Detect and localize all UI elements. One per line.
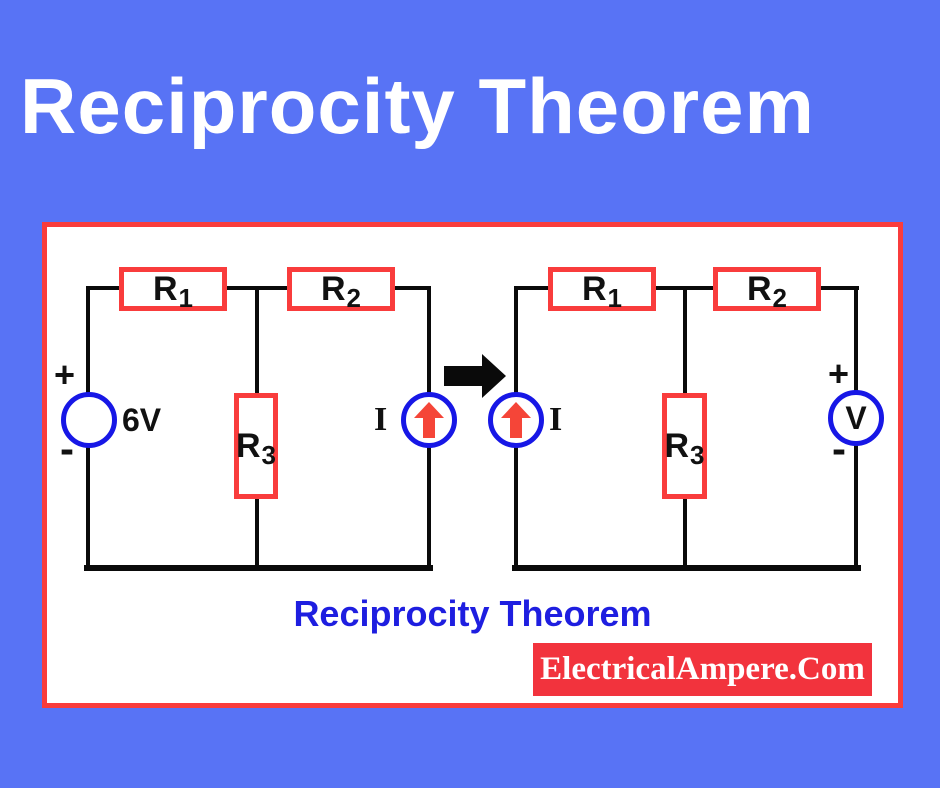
resistor-r1-subscript: 1 <box>178 283 194 313</box>
resistor-r3-subscript: 3 <box>261 440 277 470</box>
voltage-value-label: 6V <box>122 402 162 438</box>
voltmeter: V <box>828 390 884 446</box>
resistor-r2-label: R <box>320 270 346 308</box>
resistor-r3-label: R <box>664 427 690 465</box>
watermark-badge: ElectricalAmpere.Com <box>533 643 872 696</box>
current-label: I <box>374 401 388 438</box>
voltage-source <box>61 392 117 448</box>
voltmeter-label: V <box>845 400 867 436</box>
current-source <box>401 392 457 448</box>
resistor-r2-subscript: 2 <box>346 283 362 313</box>
current-label: I <box>549 401 563 438</box>
current-up-arrow-icon <box>501 402 531 438</box>
resistor-r1-subscript: 1 <box>607 283 623 313</box>
page-title: Reciprocity Theorem <box>20 62 815 150</box>
diagram-caption: Reciprocity Theorem <box>293 593 652 634</box>
transform-right-arrow-icon <box>444 354 506 398</box>
resistor-r3-label: R <box>235 427 261 465</box>
resistor-r2-label: R <box>746 270 772 308</box>
resistor-r3-subscript: 3 <box>690 440 705 470</box>
voltmeter-minus-label: - <box>832 425 846 472</box>
current-source <box>488 392 544 448</box>
current-up-arrow-icon <box>414 402 444 438</box>
voltmeter-plus-label: + <box>828 353 850 394</box>
watermark-text: ElectricalAmpere.Com <box>540 651 865 687</box>
voltage-minus-label: - <box>60 425 74 472</box>
resistor-r2-subscript: 2 <box>772 283 788 313</box>
resistor-r1-label: R <box>581 270 607 308</box>
voltage-plus-label: + <box>54 354 76 395</box>
resistor-r1-label: R <box>152 270 178 308</box>
